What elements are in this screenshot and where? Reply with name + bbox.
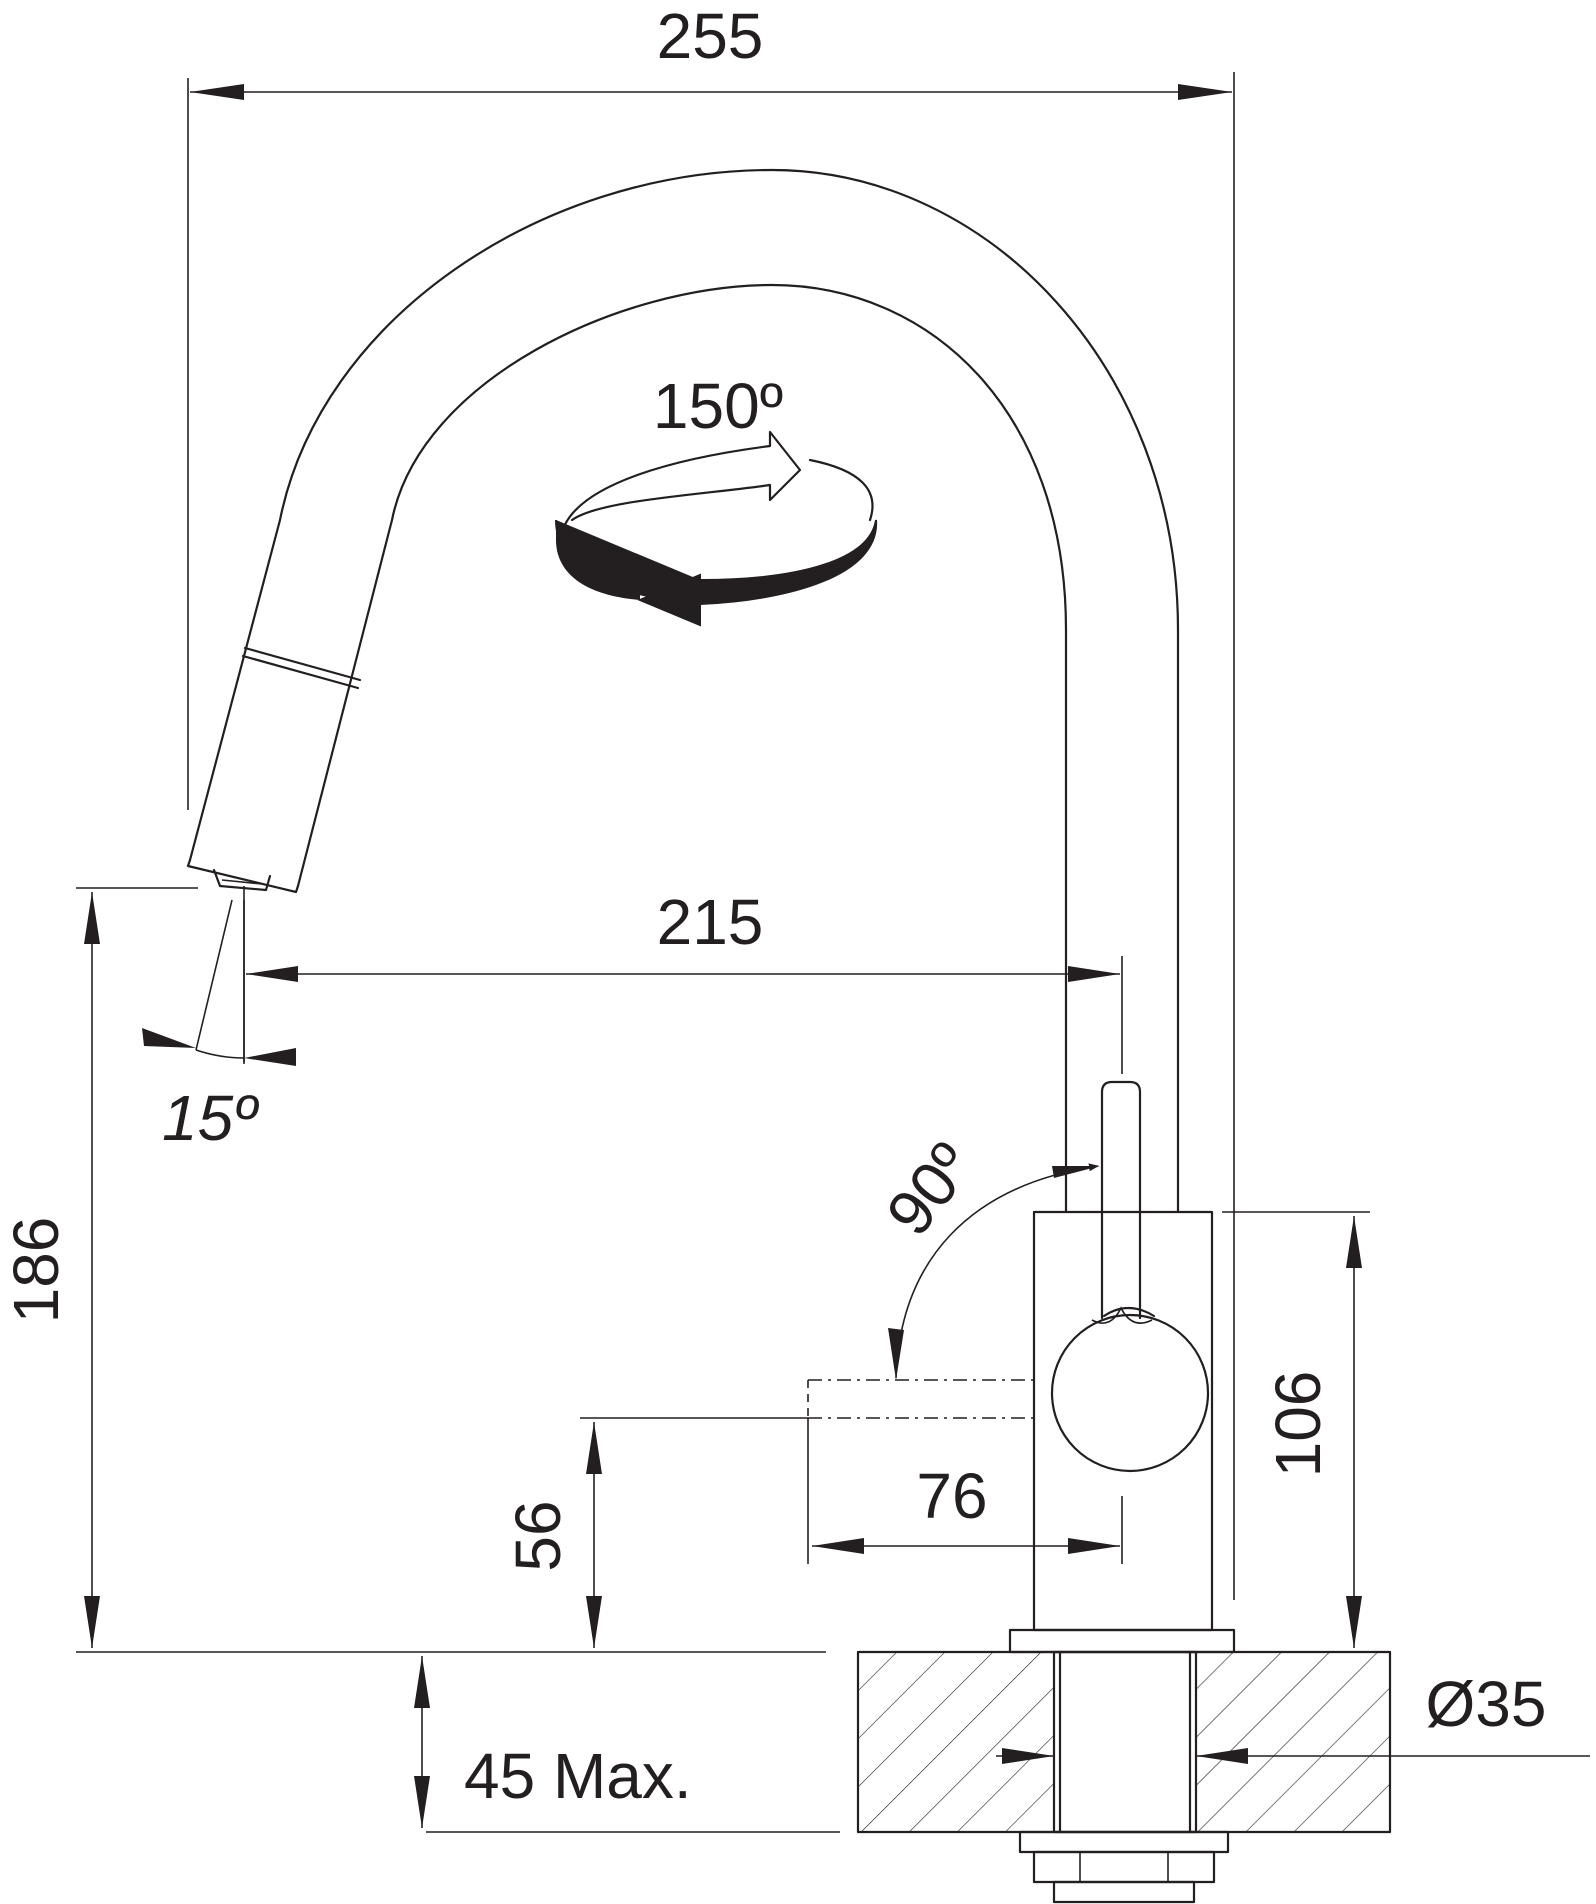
dimension-lines xyxy=(76,72,1590,1833)
dim-lever-angle: 90º xyxy=(872,1130,987,1249)
swivel-arrow xyxy=(555,430,878,627)
dim-lever-height: 56 xyxy=(502,1500,574,1571)
dim-swivel-angle: 150º xyxy=(653,370,783,442)
dim-overall-height: 186 xyxy=(0,1217,72,1324)
dim-body-height: 106 xyxy=(1262,1371,1334,1478)
spray-angle xyxy=(142,899,296,1066)
dim-spout-reach: 215 xyxy=(657,886,764,958)
dim-spray-angle: 15º xyxy=(162,1082,259,1154)
lever-angle xyxy=(807,1163,1100,1419)
countertop-section xyxy=(856,1650,1392,1904)
dim-lever-reach: 76 xyxy=(916,1460,987,1532)
faucet-body xyxy=(1008,1080,1236,1654)
dim-max-thickness: 45 Max. xyxy=(464,1740,692,1812)
dim-overall-width: 255 xyxy=(657,0,764,72)
spout xyxy=(186,168,1180,1214)
dim-hole-diameter: Ø35 xyxy=(1426,1668,1547,1740)
